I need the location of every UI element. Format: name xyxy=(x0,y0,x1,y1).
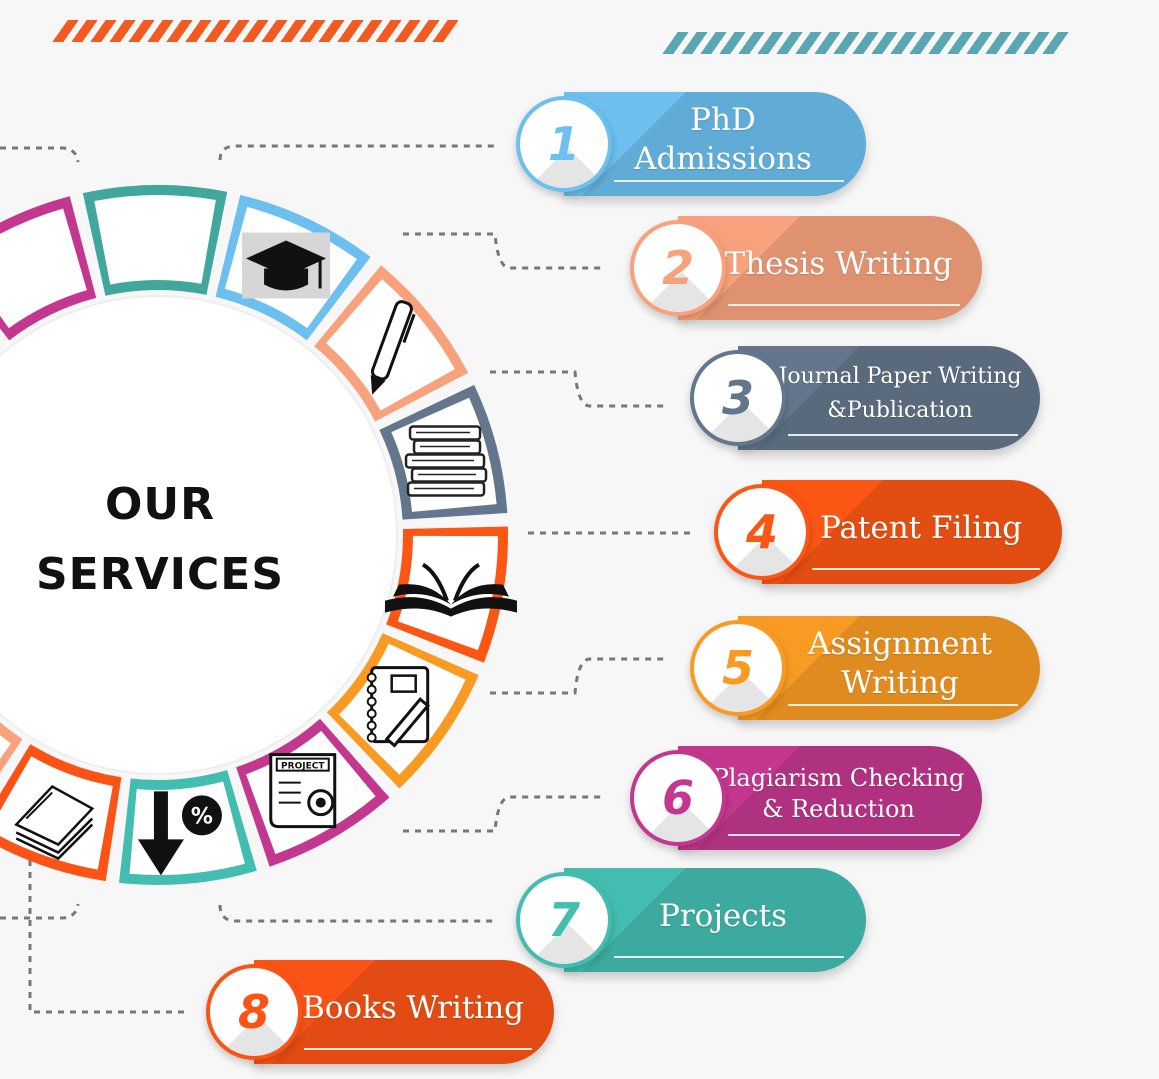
service-number: 6 xyxy=(661,771,694,825)
connector-line xyxy=(28,860,185,1014)
service-item-label: Patent Filing xyxy=(819,509,1023,546)
wheel-segment-frame xyxy=(0,722,23,773)
percent-down-arrow-icon: % xyxy=(137,791,222,876)
project-scroll-icon: PROJECT xyxy=(269,753,337,829)
service-number: 1 xyxy=(547,117,580,171)
wheel-segment-panel xyxy=(0,208,87,329)
books-stack-icon xyxy=(404,425,488,497)
service-number-badge: 7 xyxy=(516,872,612,968)
service-item-label: Books Writing xyxy=(301,989,525,1026)
wheel-center-disc xyxy=(0,295,398,775)
service-item-label: Journal Paper Writing &Publication xyxy=(778,363,1022,423)
connector-line xyxy=(218,144,495,161)
service-item-label: Plagiarism Checking & Reduction xyxy=(712,763,965,823)
connector-line xyxy=(0,903,80,920)
connector-line xyxy=(218,904,495,923)
service-number-badge: 4 xyxy=(714,484,810,580)
service-number: 8 xyxy=(237,985,270,1039)
svg-text:%: % xyxy=(191,804,213,829)
wheel-segment-panel xyxy=(94,194,216,285)
graduation-cap-icon xyxy=(242,232,331,299)
open-book-icon xyxy=(384,562,517,617)
service-number-badge: 8 xyxy=(206,964,302,1060)
service-number-badge: 6 xyxy=(630,750,726,846)
project-icon-label: PROJECT xyxy=(281,762,325,772)
connector-line xyxy=(0,146,80,163)
service-number-badge: 5 xyxy=(690,620,786,716)
connector-line xyxy=(490,370,665,408)
service-number: 2 xyxy=(661,241,694,295)
service-item-label: Assignment Writing xyxy=(807,626,993,701)
connector-line xyxy=(490,657,665,695)
connector-line xyxy=(403,232,605,270)
center-title: OUR SERVICES xyxy=(20,470,300,610)
paper-stack-icon xyxy=(14,784,95,861)
service-item-label: Thesis Writing xyxy=(724,245,953,282)
wheel-segment-panel xyxy=(397,535,498,651)
service-number-badge: 2 xyxy=(630,220,726,316)
connector-line xyxy=(403,795,605,833)
notebook-pen-icon xyxy=(366,666,430,748)
service-number-badge: 3 xyxy=(690,350,786,446)
connector-lines xyxy=(0,144,690,1014)
wheel-segment-panel xyxy=(0,735,12,759)
service-number: 5 xyxy=(721,641,754,695)
service-item-label: Projects xyxy=(658,897,788,934)
wheel-icons: PROJECT% xyxy=(14,232,517,876)
center-title-line2: SERVICES xyxy=(35,549,285,600)
service-number: 4 xyxy=(745,505,778,559)
service-number: 3 xyxy=(721,371,754,425)
center-title-line1: OUR xyxy=(104,479,215,530)
service-number-badge: 1 xyxy=(516,96,612,192)
service-item-label: PhD Admissions xyxy=(634,102,812,177)
service-number: 7 xyxy=(547,893,580,947)
pen-icon xyxy=(370,300,416,395)
